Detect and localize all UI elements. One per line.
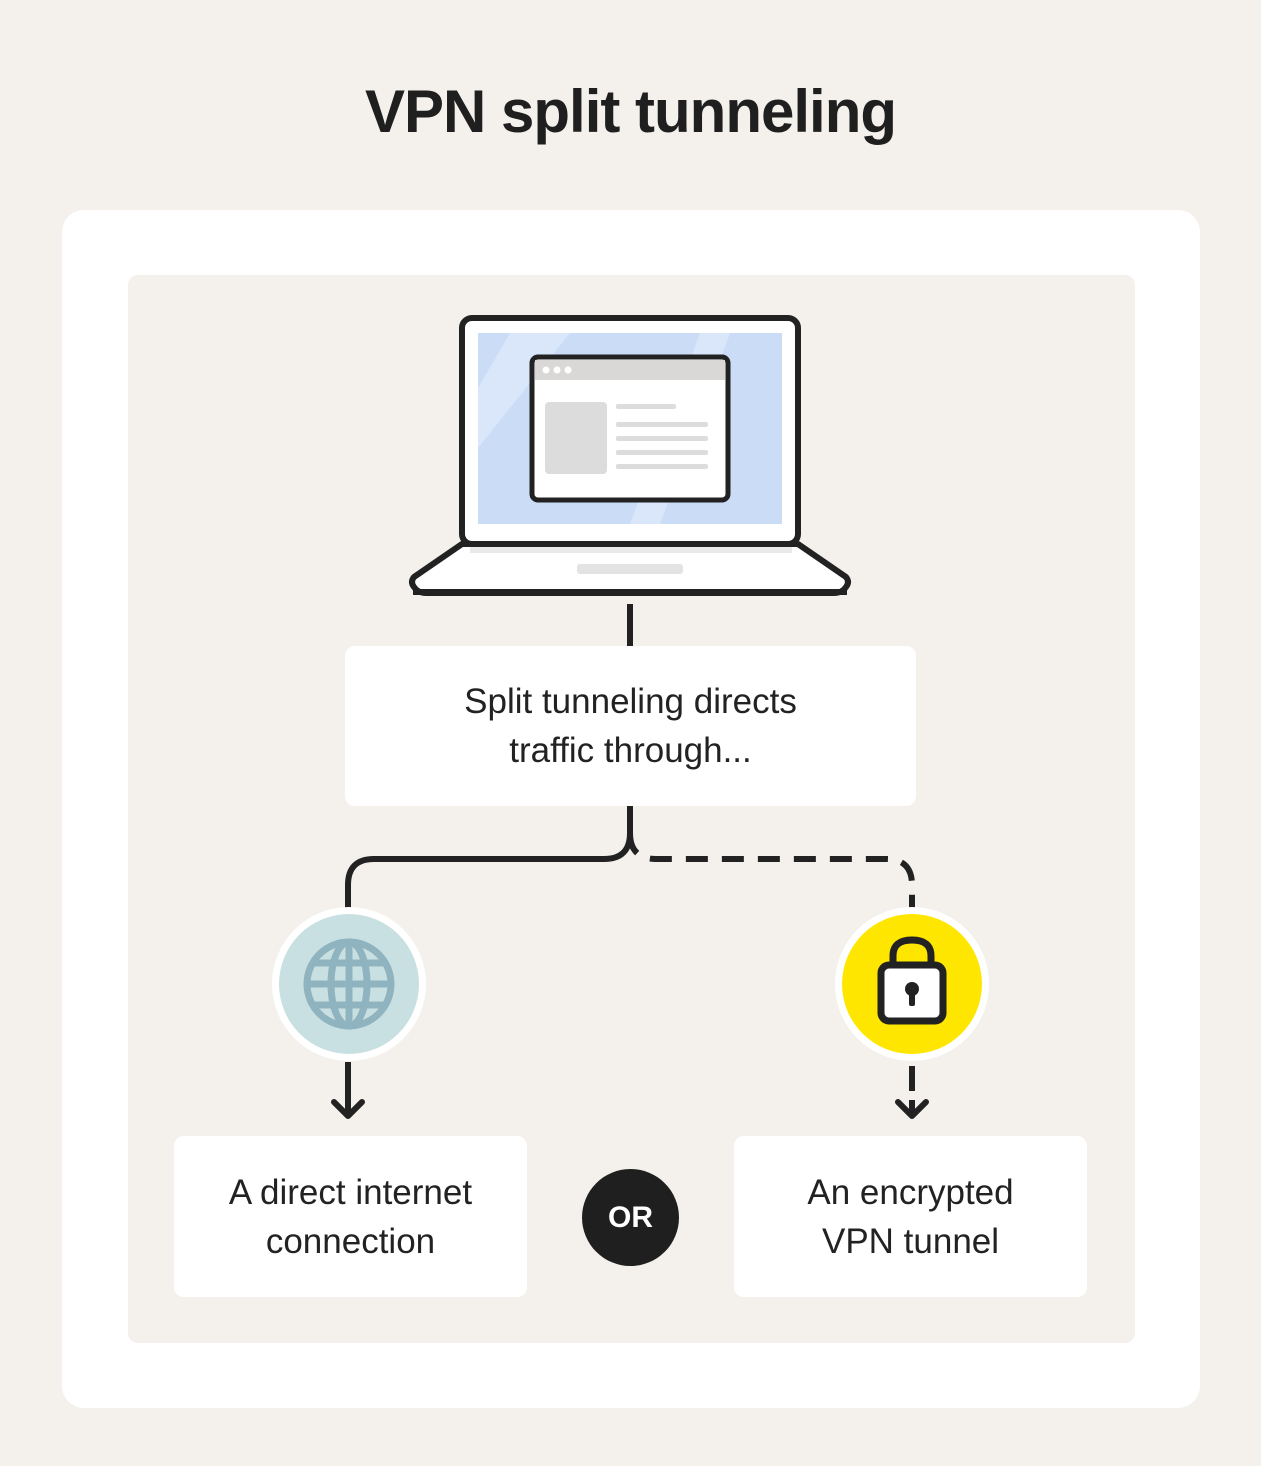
globe-icon (272, 907, 426, 1061)
lock-icon (835, 907, 989, 1061)
router-label-box: Split tunneling directs traffic through.… (345, 646, 916, 806)
arrow-to-vpn (895, 1066, 929, 1119)
direct-label-line2: connection (265, 1221, 436, 1261)
arrow-to-direct (331, 1062, 365, 1119)
page-title: VPN split tunneling (365, 78, 897, 145)
or-badge: OR (582, 1169, 679, 1266)
laptop-icon (409, 315, 851, 596)
router-label-line1: Split tunneling directs (464, 682, 797, 721)
connector-dashed-to-vpn (627, 832, 915, 908)
vpn-label-line2: VPN tunnel (821, 1221, 1000, 1261)
vpn-label-line1: An encrypted (807, 1172, 1014, 1212)
vpn-tunnel-box: An encrypted VPN tunnel (734, 1136, 1087, 1297)
connector-solid-to-direct (345, 806, 633, 908)
direct-label-line1: A direct internet (228, 1172, 473, 1212)
direct-connection-box: A direct internet connection (174, 1136, 527, 1297)
router-label-line2: traffic through... (509, 731, 752, 770)
